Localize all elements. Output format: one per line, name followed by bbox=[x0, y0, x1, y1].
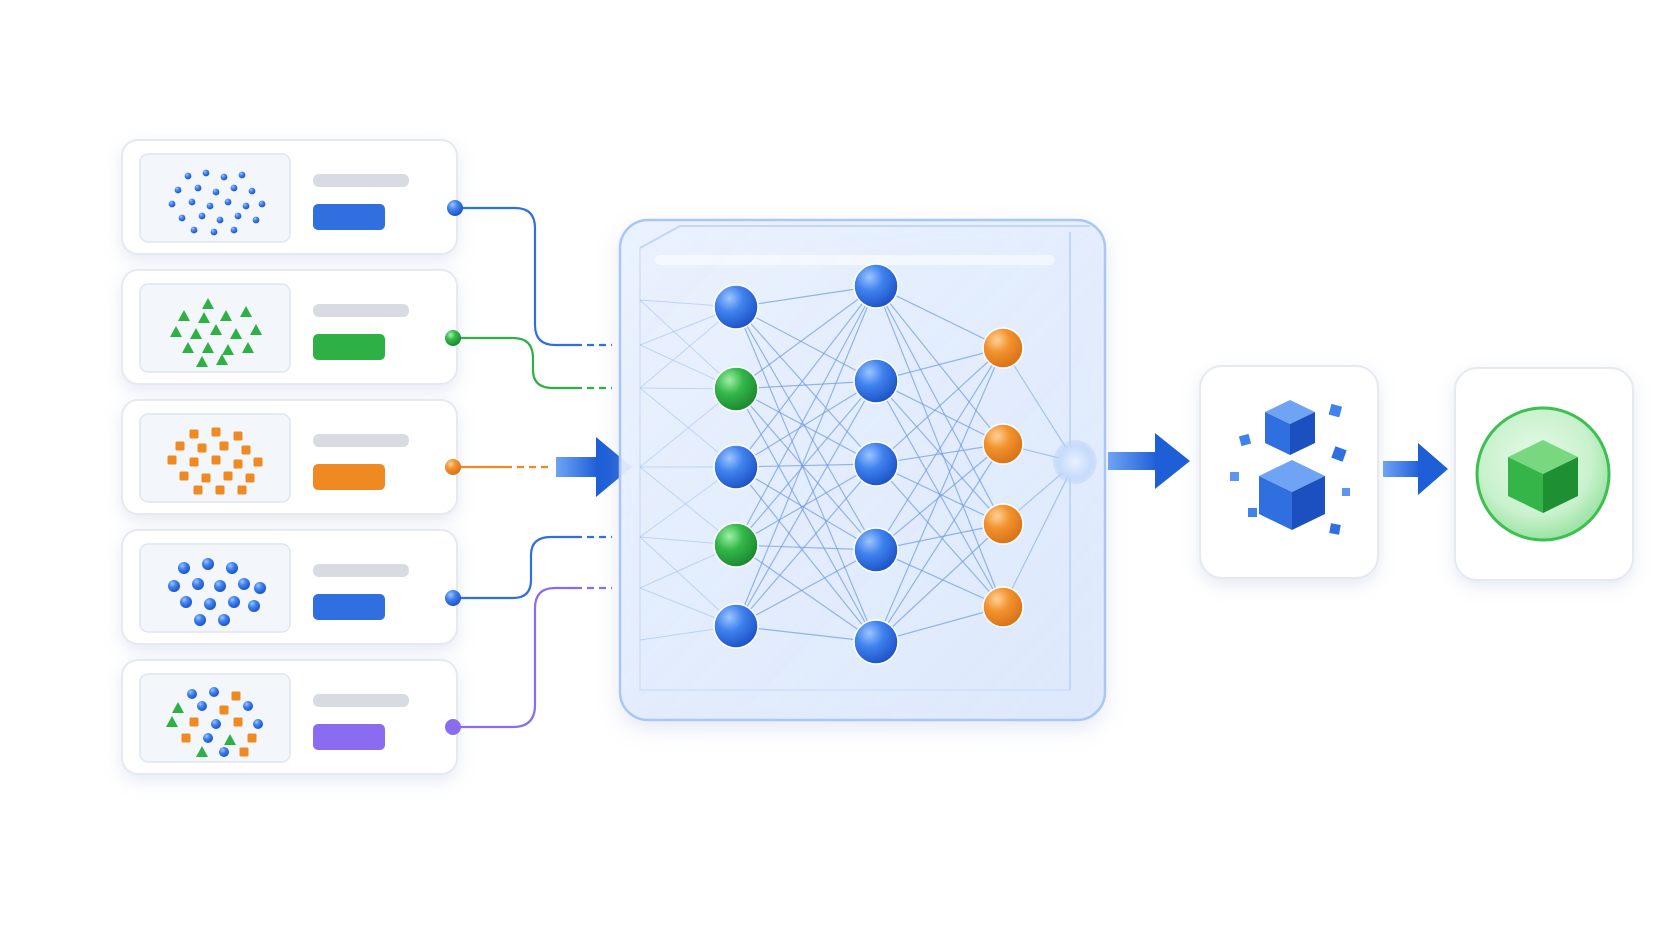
dataset-label-placeholder bbox=[313, 434, 409, 447]
network-node-orange bbox=[982, 423, 1024, 465]
dataset-label-placeholder bbox=[313, 304, 409, 317]
network-node-blue bbox=[853, 527, 899, 573]
connector-dot-blue-icon bbox=[445, 590, 461, 606]
network-node-blue bbox=[713, 284, 759, 330]
dataset-card-3 bbox=[121, 399, 458, 515]
network-node-blue bbox=[853, 263, 899, 309]
dataset-card-1 bbox=[121, 139, 458, 255]
network-node-orange bbox=[982, 503, 1024, 545]
connector-dot-blue-icon bbox=[447, 200, 463, 216]
connector-1 bbox=[447, 200, 612, 347]
result-card bbox=[1454, 367, 1634, 581]
network-node-orange bbox=[982, 586, 1024, 628]
network-node-blue bbox=[853, 619, 899, 665]
network-node-blue bbox=[853, 358, 899, 404]
output-arrow-icon bbox=[1108, 433, 1190, 489]
input-arrow-icon bbox=[556, 437, 632, 497]
blue-spheres-icon bbox=[168, 558, 266, 626]
mixed-shapes-icon bbox=[166, 687, 263, 757]
dataset-card-4 bbox=[121, 529, 458, 645]
connectors bbox=[445, 200, 612, 735]
network-node-green bbox=[713, 366, 759, 412]
dataset-tag-blue bbox=[313, 204, 385, 230]
dataset-label-placeholder bbox=[313, 564, 409, 577]
green-triangles-icon bbox=[170, 298, 262, 367]
connector-dot-green-icon bbox=[445, 330, 461, 346]
dataset-card-5 bbox=[121, 659, 458, 775]
connector-2 bbox=[445, 330, 612, 390]
network-node-blue bbox=[713, 444, 759, 490]
blue-blocks-icon bbox=[1230, 400, 1350, 535]
network-node-blue bbox=[853, 441, 899, 487]
dataset-card-2 bbox=[121, 269, 458, 385]
network-node-green bbox=[713, 522, 759, 568]
dataset-thumbnail bbox=[139, 153, 291, 243]
dataset-label-placeholder bbox=[313, 174, 409, 187]
connector-dot-orange-icon bbox=[445, 459, 461, 475]
network-node-orange bbox=[982, 327, 1024, 369]
blue-dots-icon bbox=[168, 169, 266, 236]
dataset-label-placeholder bbox=[313, 694, 409, 707]
connector-4 bbox=[445, 535, 612, 606]
connector-dot-purple-icon bbox=[445, 719, 461, 735]
network-output-glow bbox=[1053, 440, 1097, 484]
neural-network-cube-icon bbox=[618, 218, 1107, 722]
dataset-cards bbox=[121, 139, 458, 775]
dataset-tag-green bbox=[313, 334, 385, 360]
network-node-blue bbox=[713, 603, 759, 649]
output-arrow-icon bbox=[1383, 443, 1448, 495]
connector-3 bbox=[445, 459, 550, 475]
orange-cubes-icon bbox=[167, 427, 263, 495]
connector-5 bbox=[445, 586, 612, 735]
green-cube-icon bbox=[1508, 440, 1578, 513]
dataset-tag-blue bbox=[313, 594, 385, 620]
dataset-tag-orange bbox=[313, 464, 385, 490]
network-nodes bbox=[713, 263, 1024, 665]
dataset-tag-purple bbox=[313, 724, 385, 750]
model-blocks-card bbox=[1199, 365, 1379, 579]
